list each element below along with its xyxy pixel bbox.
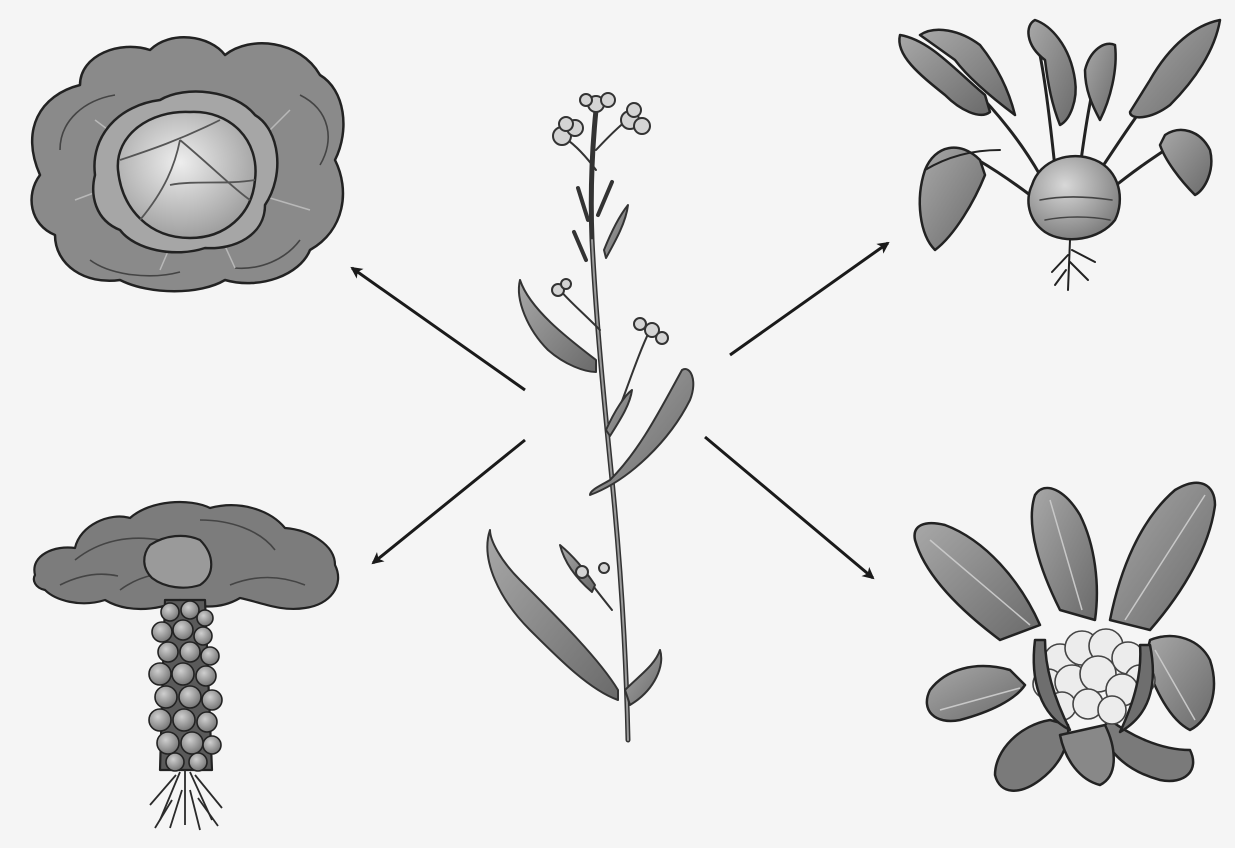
brussels-sprouts-icon xyxy=(34,502,338,830)
wild-mustard-plant-icon xyxy=(487,93,693,740)
arrow-to-cauliflower xyxy=(705,437,873,578)
arrow-to-cabbage xyxy=(352,268,525,390)
cauliflower-icon xyxy=(915,483,1215,791)
kohlrabi-icon xyxy=(899,20,1220,290)
arrow-to-kohlrabi xyxy=(730,243,888,355)
cabbage-icon xyxy=(32,37,344,291)
arrow-to-brussels-sprouts xyxy=(373,440,525,563)
